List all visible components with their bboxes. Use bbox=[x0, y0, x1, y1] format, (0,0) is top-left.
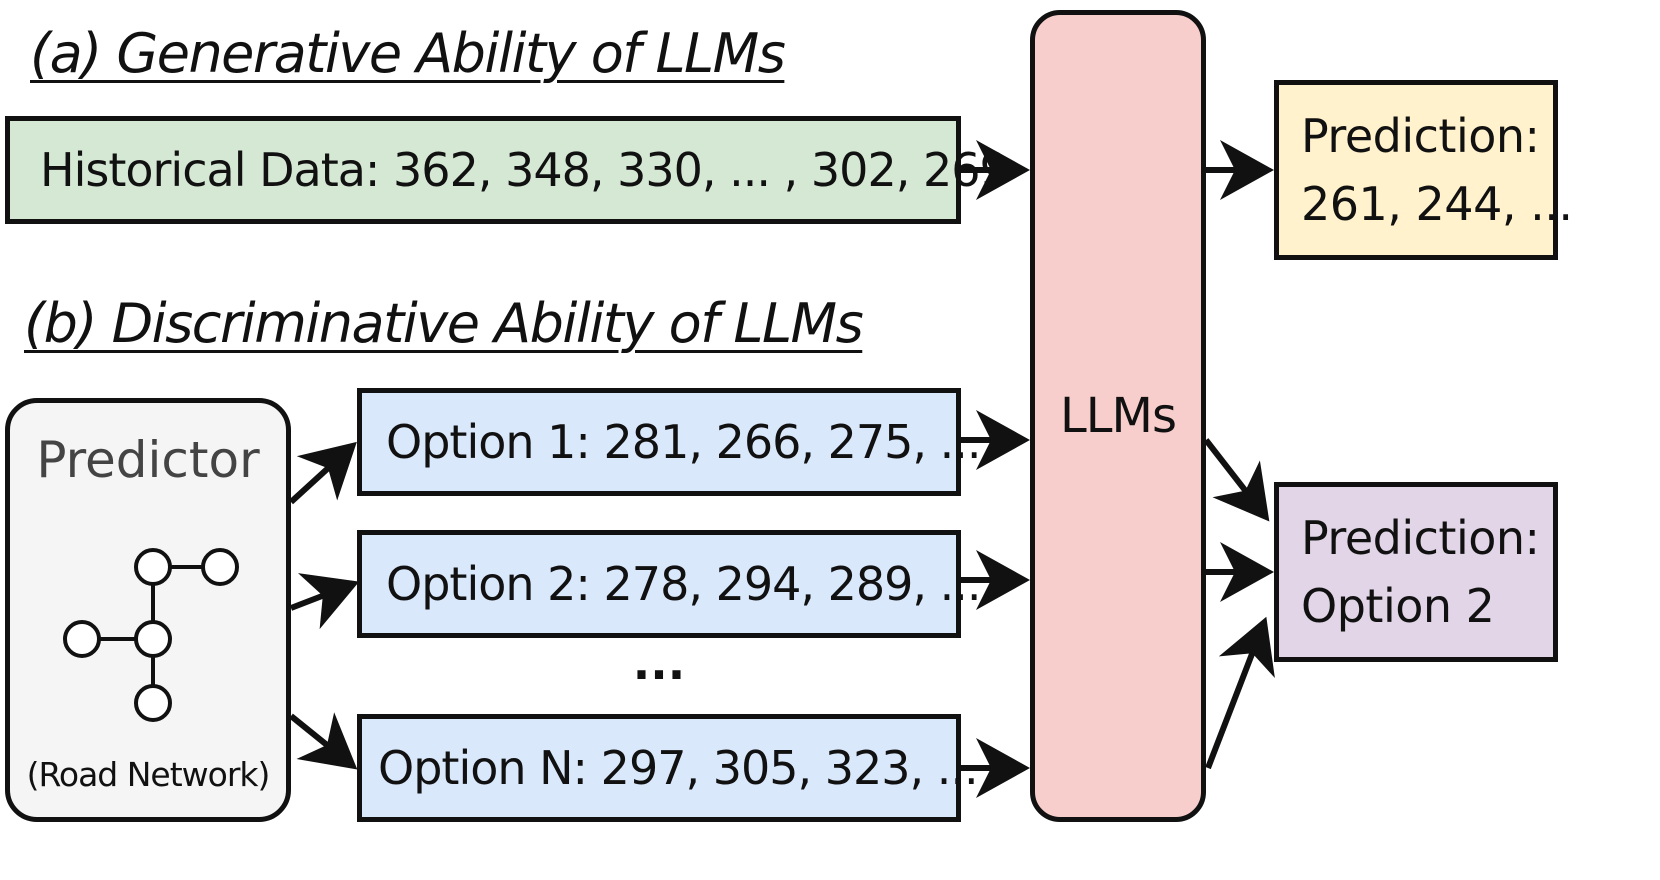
option-n-box: Option N: 297, 305, 323, ... bbox=[357, 714, 979, 822]
arrow-llm-to-prediction-discriminative-top bbox=[1203, 438, 1270, 522]
option-n-label: Option N: 297, 305, 323, ... bbox=[378, 741, 979, 795]
prediction-discriminative-line2: Option 2 bbox=[1301, 579, 1495, 633]
heading-discriminative: (b) Discriminative Ability of LLMs bbox=[24, 292, 864, 355]
prediction-discriminative-box: Prediction: Option 2 bbox=[1274, 482, 1558, 662]
graph-node-icon bbox=[134, 620, 172, 658]
prediction-discriminative-line1: Prediction: bbox=[1301, 511, 1540, 565]
graph-node-icon bbox=[134, 548, 172, 586]
prediction-generative-box: Prediction: 261, 244, ... bbox=[1274, 80, 1573, 260]
prediction-generative-line1: Prediction: bbox=[1301, 109, 1540, 163]
predictor-box: Predictor (Road Network) bbox=[5, 398, 291, 822]
prediction-generative-line2: 261, 244, ... bbox=[1301, 177, 1573, 231]
heading-generative: (a) Generative Ability of LLMs bbox=[30, 22, 786, 85]
graph-node-icon bbox=[134, 684, 172, 722]
road-network-graph-icon bbox=[63, 548, 239, 699]
option-1-box: Option 1: 281, 266, 275, ... bbox=[357, 388, 982, 496]
options-ellipsis: ... bbox=[632, 636, 686, 690]
predictor-title: Predictor bbox=[36, 431, 260, 489]
arrow-llm-to-prediction-discriminative-bottom bbox=[1205, 616, 1275, 770]
llm-label: LLMs bbox=[1060, 388, 1177, 444]
llm-box: LLMs bbox=[1030, 10, 1206, 822]
predictor-caption: (Road Network) bbox=[26, 755, 271, 794]
arrow-predictor-to-option-n bbox=[289, 712, 358, 770]
arrow-predictor-to-option-2 bbox=[289, 573, 360, 630]
option-2-box: Option 2: 278, 294, 289, ... bbox=[357, 530, 982, 638]
historical-data-box: Historical Data: 362, 348, 330, ... , 30… bbox=[5, 116, 1009, 224]
option-2-label: Option 2: 278, 294, 289, ... bbox=[386, 557, 982, 611]
graph-node-icon bbox=[201, 548, 239, 586]
arrow-predictor-to-option-1 bbox=[288, 441, 357, 505]
historical-data-label: Historical Data: 362, 348, 330, ... , 30… bbox=[40, 143, 1009, 197]
option-1-label: Option 1: 281, 266, 275, ... bbox=[386, 415, 982, 469]
graph-node-icon bbox=[63, 620, 101, 658]
